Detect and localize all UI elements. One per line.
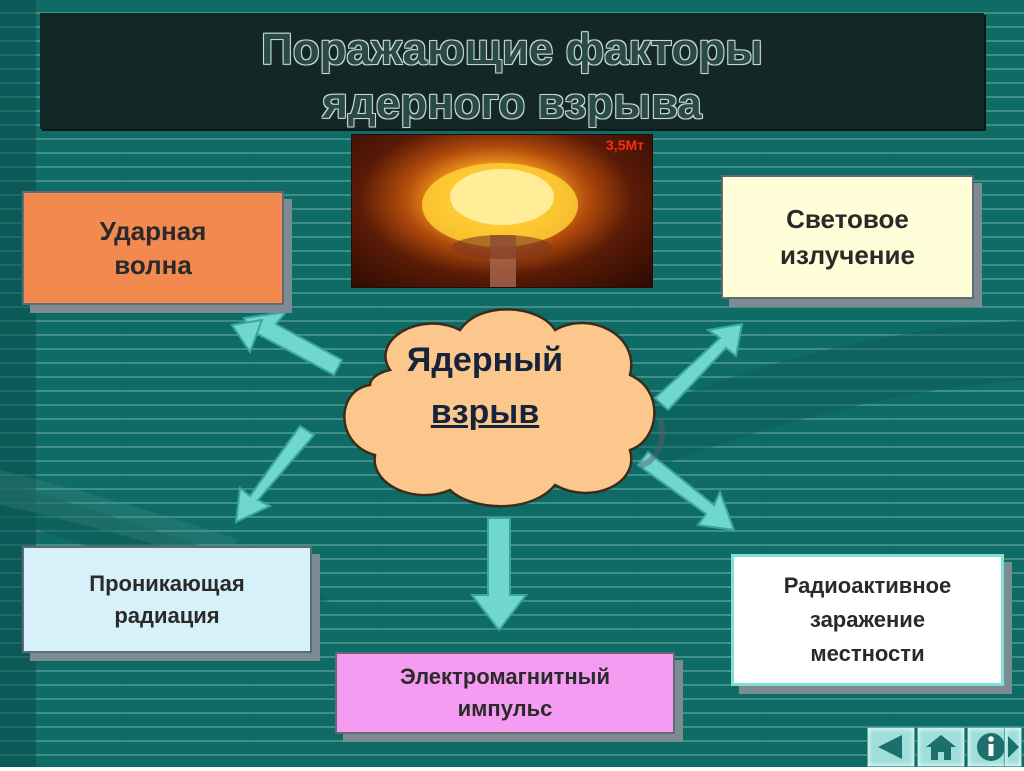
center-label-line-2: взрыв	[330, 386, 640, 438]
center-label-line-2-text: взрыв	[430, 393, 540, 431]
factor-penetrating-radiation-line-2: радиация	[114, 602, 220, 628]
factor-light-radiation: Световое излучение	[721, 175, 974, 299]
factor-penetrating-radiation-line-1: Проникающая	[89, 570, 245, 596]
next-slide-button[interactable]	[1004, 727, 1022, 767]
home-button[interactable]	[917, 727, 965, 767]
slide-navigation	[867, 727, 1022, 767]
next-arrow-icon	[1008, 736, 1019, 758]
arrow-to-radioactive-contamination	[636, 450, 736, 532]
factor-penetrating-radiation: Проникающая радиация	[22, 546, 312, 653]
factor-radioactive-line-1: Радиоактивное	[783, 573, 952, 598]
slide-title: Поражающие факторы ядерного взрыва	[40, 23, 984, 131]
factor-electromagnetic-pulse: Электромагнитный импульс	[335, 652, 675, 734]
factor-emp-line-2: импульс	[457, 696, 553, 721]
center-label: Ядерный взрыв	[330, 334, 640, 438]
home-icon	[926, 735, 956, 760]
prev-arrow-icon	[878, 735, 902, 759]
factor-light-radiation-line-1: Световое	[786, 204, 909, 234]
explosion-photo: 3,5Мт	[351, 134, 653, 288]
arrow-to-penetrating-radiation	[234, 424, 316, 524]
factor-emp-line-1: Электромагнитный	[400, 664, 610, 689]
factor-shock-wave-line-2: волна	[114, 250, 192, 280]
yield-label: 3,5Мт	[606, 137, 644, 153]
factor-shock-wave-line-1: Ударная	[99, 216, 207, 246]
arrow-to-emp	[469, 517, 529, 632]
arrow-to-shock-wave	[230, 310, 344, 377]
title-line-1: Поражающие факторы	[261, 25, 763, 74]
info-icon	[977, 733, 1005, 761]
factor-radioactive-line-3: местности	[810, 641, 925, 666]
factor-radioactive-line-2: заражение	[809, 607, 926, 632]
factor-radioactive-contamination: Радиоактивное заражение местности	[731, 554, 1004, 686]
prev-slide-button[interactable]	[867, 727, 915, 767]
title-line-2: ядерного взрыва	[322, 79, 702, 128]
factor-light-radiation-line-2: излучение	[780, 240, 915, 270]
nuclear-explosion-cloud	[343, 308, 665, 508]
title-panel: Поражающие факторы ядерного взрыва	[40, 13, 984, 129]
mushroom-cloud-icon	[422, 163, 578, 287]
arrow-to-light-radiation	[653, 322, 744, 412]
factor-shock-wave: Ударная волна	[22, 191, 284, 305]
center-label-line-1: Ядерный	[406, 341, 564, 379]
